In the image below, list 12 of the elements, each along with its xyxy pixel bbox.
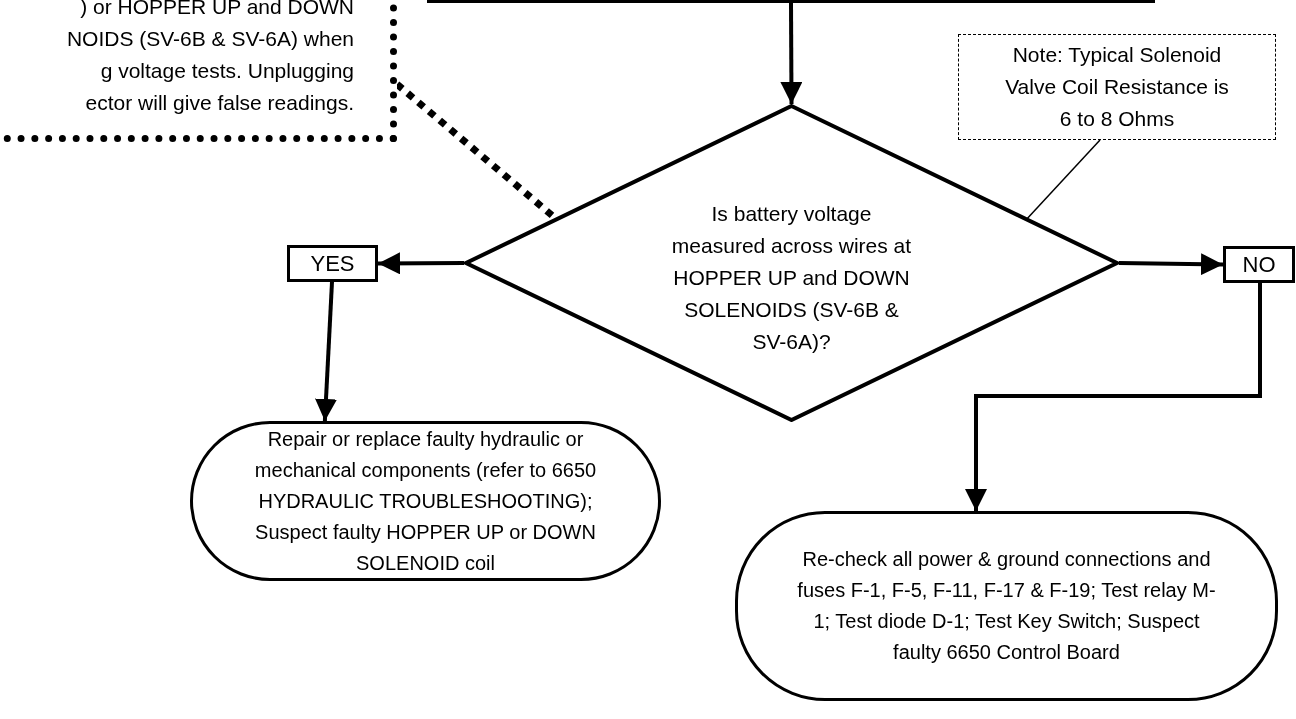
terminal-box: Re-check all power & ground connections and fuses F-1, F-5, F-11, F-17 & F-19; Test relay M-1; Test diode D-1; Test Key Switch; Suspect faulty 6650 Control Board xyxy=(735,511,1278,701)
answer-label: NO xyxy=(1223,246,1295,283)
arrow xyxy=(1118,253,1224,276)
question-text: Is battery voltage measured across wires at HOPPER UP and DOWN SOLENOIDS (SV-6B & SV-6A)? xyxy=(670,201,913,355)
arrow xyxy=(378,252,464,275)
note-box: Note: Typical Solenoid Valve Coil Resistance is 6 to 8 Ohms xyxy=(958,34,1276,140)
arrow xyxy=(780,3,803,104)
answer-label: YES xyxy=(287,245,378,282)
arrow xyxy=(315,281,337,422)
leader-line xyxy=(1026,139,1101,220)
terminal-box: Repair or replace faulty hydraulic or mechanical components (refer to 6650 HYDRAULIC TROUBLESHOOTING); Suspect faulty HOPPER UP or DOWN SOLENOID coil xyxy=(190,421,661,581)
arrow xyxy=(965,283,1262,511)
